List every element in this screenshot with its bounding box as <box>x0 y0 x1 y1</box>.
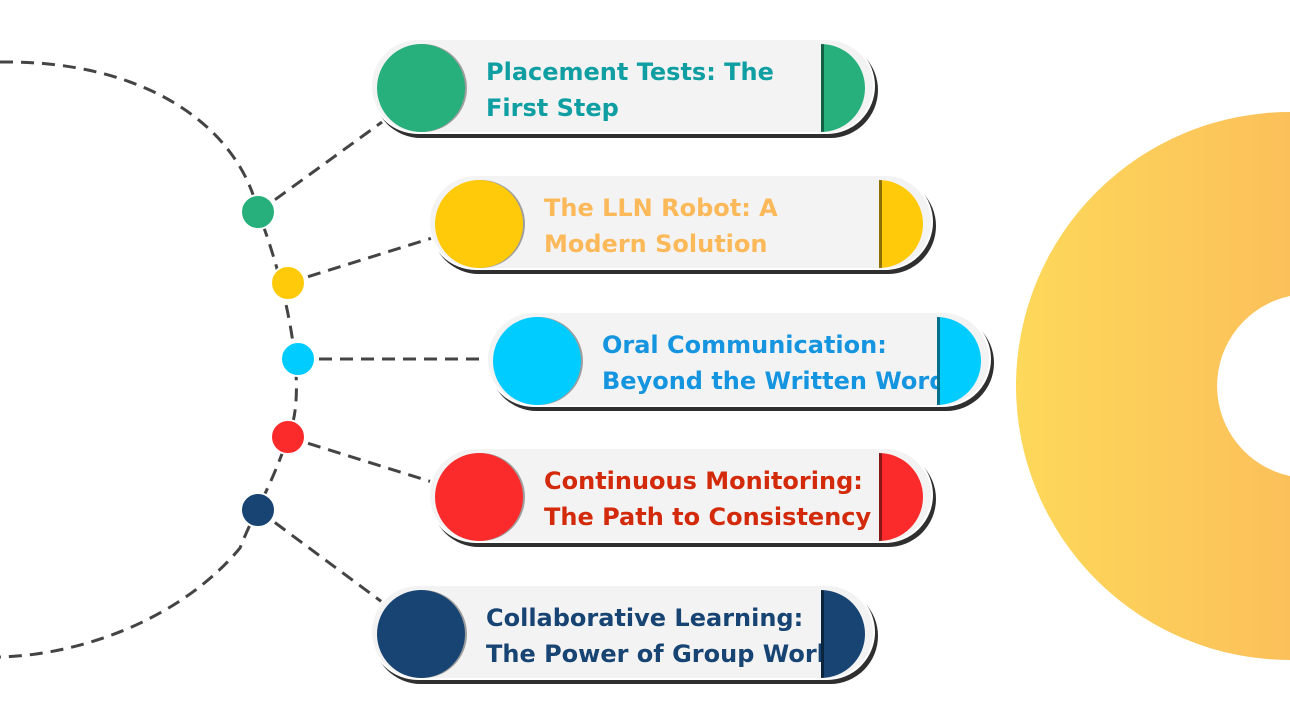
step-title-4: Continuous Monitoring: The Path to Consi… <box>544 467 872 531</box>
node-dot-5 <box>240 492 276 528</box>
step-half-circle-2 <box>879 180 923 268</box>
step-half-circle-3 <box>937 317 981 405</box>
node-dot-3 <box>280 341 316 377</box>
step-title-5: Collaborative Learning: The Power of Gro… <box>486 604 833 668</box>
step-card-5: Collaborative Learning: The Power of Gro… <box>370 584 875 680</box>
connector-line-1 <box>257 120 383 214</box>
node-dot-1 <box>240 194 276 230</box>
step-circle-3 <box>493 317 581 405</box>
node-dot-4 <box>270 419 306 455</box>
step-title-3: Oral Communication: Beyond the Written W… <box>602 331 947 395</box>
connector-line-2 <box>287 236 433 285</box>
step-title-2: The LLN Robot: A Modern Solution <box>544 194 778 258</box>
step-card-4: Continuous Monitoring: The Path to Consi… <box>428 447 933 543</box>
step-circle-1 <box>377 44 465 132</box>
connector-line-4 <box>287 435 433 484</box>
step-half-circle-5 <box>821 590 865 678</box>
step-title-1: Placement Tests: The First Step <box>486 58 774 122</box>
step-half-circle-4 <box>879 453 923 541</box>
step-card-1: Placement Tests: The First Step <box>370 38 875 134</box>
dashed-arc <box>0 60 298 659</box>
step-circle-4 <box>435 453 523 541</box>
step-circle-5 <box>377 590 465 678</box>
node-dot-2 <box>270 265 306 301</box>
decorative-ring <box>1016 112 1290 660</box>
step-card-2: The LLN Robot: A Modern Solution <box>428 174 933 270</box>
connector-line-5 <box>257 508 383 604</box>
step-circle-2 <box>435 180 523 268</box>
step-card-3: Oral Communication: Beyond the Written W… <box>486 311 991 407</box>
step-half-circle-1 <box>821 44 865 132</box>
